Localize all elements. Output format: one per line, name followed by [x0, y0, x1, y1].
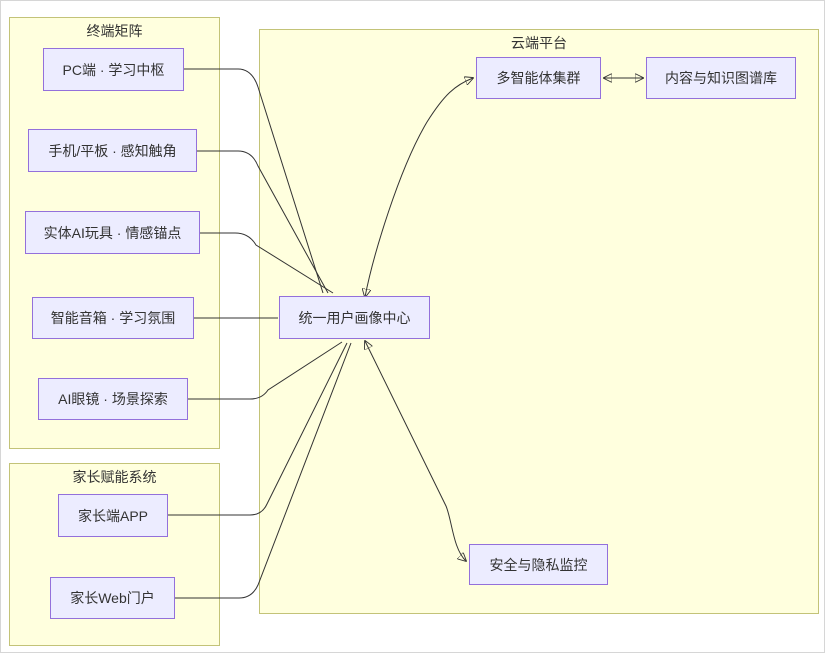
- cluster-terminal-matrix-label: 终端矩阵: [86, 23, 143, 39]
- cluster-parent-system-label: 家长赋能系统: [72, 469, 157, 485]
- node-parent-web-portal: 家长Web门户: [50, 577, 175, 619]
- edge-parent-app-to-profile: [168, 342, 348, 516]
- edge-profile-security-bidirectional: [365, 341, 466, 561]
- node-ai-toy: 实体AI玩具 · 情感锚点: [25, 211, 200, 254]
- edge-toy-to-profile: [200, 232, 334, 294]
- node-smart-speaker: 智能音箱 · 学习氛围: [32, 297, 194, 339]
- cluster-cloud-platform-label: 云端平台: [511, 35, 567, 51]
- node-unified-user-profile-center: 统一用户画像中心: [279, 296, 430, 339]
- node-pc-terminal: PC端 · 学习中枢: [43, 48, 184, 91]
- edge-parent-web-to-profile: [175, 342, 352, 599]
- node-security-privacy-monitor: 安全与隐私监控: [469, 544, 608, 585]
- edge-pc-to-profile: [184, 68, 324, 294]
- node-parent-app: 家长端APP: [58, 494, 168, 537]
- edge-mobile-to-profile: [197, 150, 329, 294]
- edge-glasses-to-profile: [188, 341, 343, 400]
- edge-profile-agents-bidirectional: [365, 78, 473, 297]
- node-mobile-tablet: 手机/平板 · 感知触角: [28, 129, 197, 172]
- node-knowledge-graph-library: 内容与知识图谱库: [646, 57, 796, 99]
- node-ai-glasses: AI眼镜 · 场景探索: [38, 378, 188, 420]
- node-multi-agent-cluster: 多智能体集群: [476, 57, 601, 99]
